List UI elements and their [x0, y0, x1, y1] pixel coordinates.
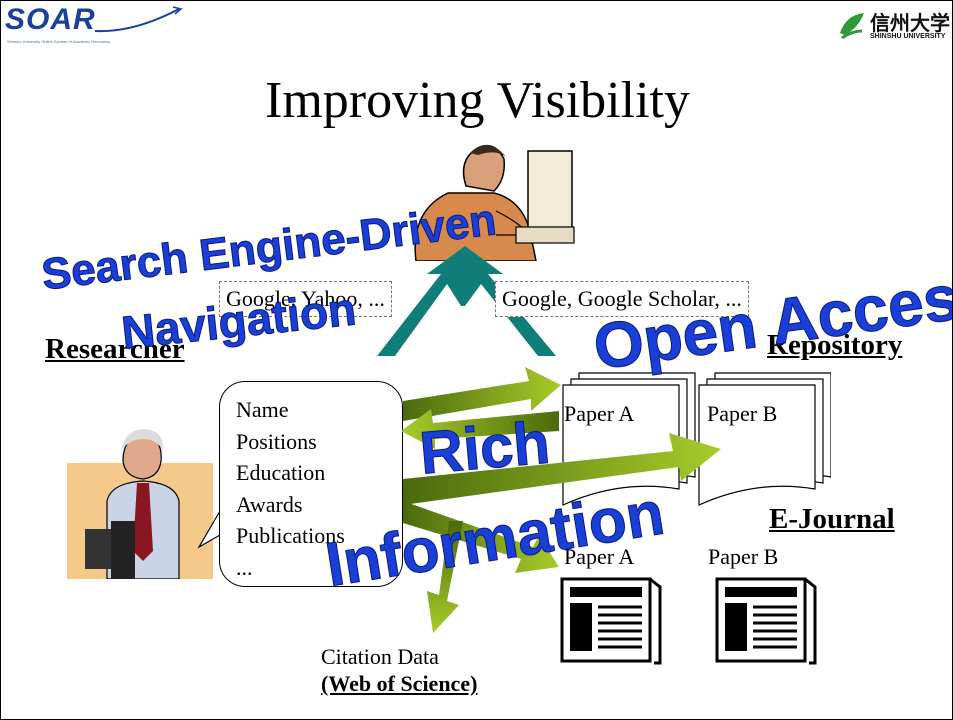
- researcher-profile-card: Name Positions Education Awards Publicat…: [219, 381, 403, 587]
- profile-card-tail: [197, 510, 221, 549]
- arrow-to-repo-a: [403, 367, 561, 421]
- journal-a-icon: [560, 577, 662, 665]
- page-title: Improving Visibility: [265, 72, 690, 129]
- researcher-illustration: [67, 429, 213, 579]
- profile-item: Positions: [236, 428, 317, 454]
- search-arrows: [377, 246, 556, 356]
- soar-logo-subtitle: Shinshu University Online System of Acad…: [7, 39, 111, 44]
- arrow-to-repo-b: [403, 433, 721, 505]
- researcher-label: Researcher: [45, 333, 185, 365]
- journal-b-icon: [715, 577, 817, 665]
- repo-paper-a-label: Paper A: [564, 401, 635, 426]
- profile-item: Education: [236, 460, 326, 485]
- repository-label: Repository: [767, 329, 903, 361]
- journal-paper-b-label: Paper B: [708, 544, 779, 569]
- journal-paper-a-label: Paper A: [564, 544, 635, 569]
- profile-list: Name Positions Education Awards Publicat…: [236, 394, 345, 583]
- ejournal-label: E-Journal: [769, 503, 895, 535]
- profile-item: Publications: [236, 523, 345, 548]
- arrow-to-journal-a: [403, 501, 559, 573]
- soar-logo-swoosh: [94, 6, 183, 33]
- arrow-to-citation: [427, 521, 463, 633]
- overlay-rich: Rich: [417, 408, 553, 487]
- leaf-icon: [840, 13, 864, 40]
- search-engines-right: Google, Google Scholar, ...: [495, 281, 749, 317]
- citation-data-label: Citation Data: [321, 644, 439, 669]
- repo-paper-b-label: Paper B: [707, 401, 778, 426]
- profile-item: Name: [236, 397, 289, 422]
- profile-item: ...: [236, 554, 253, 580]
- profile-item: Awards: [236, 491, 303, 517]
- citation-source-label: (Web of Science): [321, 671, 478, 696]
- shinshu-logo-jp: 信州大学: [870, 10, 950, 35]
- soar-logo: SOAR: [5, 3, 96, 36]
- computer-user-illustration: [414, 144, 575, 261]
- search-engines-left: Google, Yahoo, ...: [219, 281, 392, 317]
- arrow-from-repo-a: [401, 409, 559, 449]
- shinshu-logo: 信州大学 SHINSHU UNIVERSITY: [838, 11, 950, 41]
- shinshu-logo-en: SHINSHU UNIVERSITY: [870, 32, 946, 40]
- repo-paper-b-sheet: [698, 384, 816, 506]
